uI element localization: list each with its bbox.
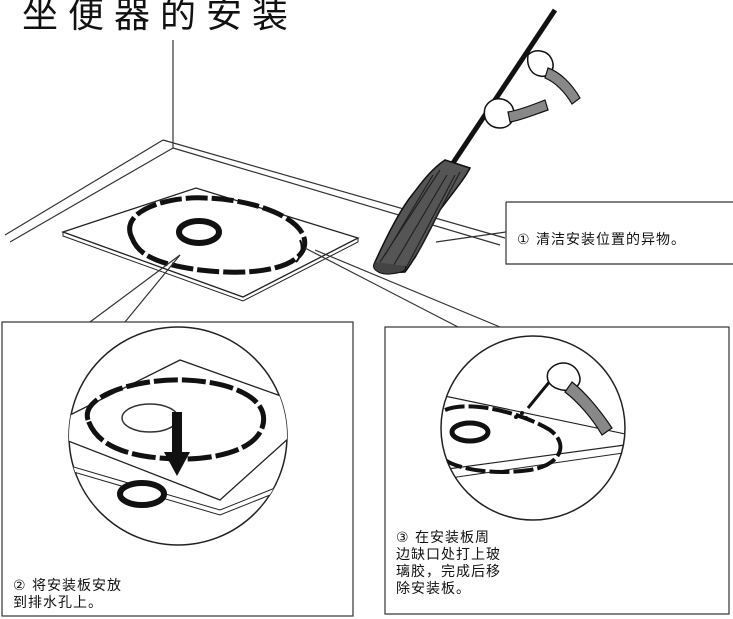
zoom-circle-board-placement [68,326,288,546]
zoom-circle-sealant [440,335,626,521]
room-corner [4,40,506,246]
page-title: 坐便器的安装 [22,0,299,36]
step-1-number: ① [517,232,531,248]
step-3-number: ③ [396,530,410,546]
broom [373,8,581,275]
toilet-outline-marks [127,195,308,275]
step-2-number: ② [13,578,27,594]
callout-1-frame [435,201,733,265]
step-1-text: ① 清洁安装位置的异物。 [517,232,687,248]
step-3-text: ③ 在安装板周 边缺口处打上玻 璃胶，完成后移 除安装板。 [396,530,501,597]
drain-ring [176,218,222,246]
step-2-text: ② 将安装板安放 到排水孔上。 [13,578,123,611]
